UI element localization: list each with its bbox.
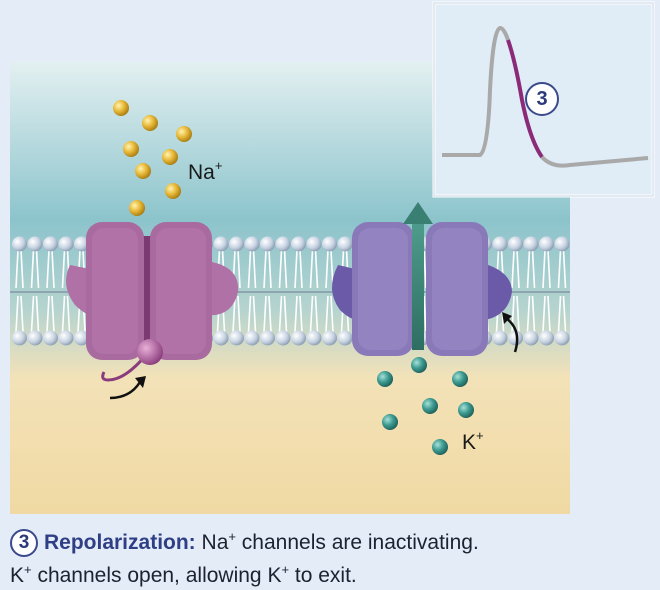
sodium-ion [113,100,129,116]
caption-title: Repolarization: [44,531,196,554]
lipid-head [306,236,322,252]
inactivation-gate-ball [137,339,163,365]
lipid-head [58,330,74,346]
potassium-ion [422,398,438,414]
caption-line2-b: channels open, allowing K [31,564,282,587]
sodium-ion [142,115,158,131]
caption-line2-a: K [10,564,25,587]
sodium-ion [162,149,178,165]
caption-line-1: 3 Repolarization: Na+ channels are inacti… [10,524,650,557]
lipid-head [260,330,275,346]
k-charge: + [476,428,484,443]
k-gate-arrowhead [502,312,512,324]
lipid-head [213,236,229,252]
lipid-head [492,330,508,346]
action-potential-trace [442,25,510,157]
lipid-head [554,236,570,252]
caption-line2-c: to exit. [289,564,357,587]
potassium-ion [452,371,468,387]
potassium-channel [331,222,512,356]
lipid-head [492,236,508,252]
lipid-head [554,330,570,346]
sodium-ion [176,126,192,142]
lipid-head [508,330,523,346]
lipid-head [229,236,244,252]
lipid-head [27,236,43,252]
lipid-head [291,236,306,252]
lipid-head [275,236,291,252]
na-charge: + [214,158,223,173]
sodium-ions [113,100,192,216]
sodium-ion-label: Na+ [188,158,222,185]
lipid-head [306,330,322,346]
potassium-efflux-arrow [403,202,433,350]
lipid-head [539,236,554,252]
na-gate-arrowhead [135,376,146,388]
caption-line1-a: Na [195,531,229,554]
sodium-channel [66,222,239,382]
lipid-head [244,236,260,252]
potassium-ion [458,402,474,418]
repolarization-segment [506,39,544,159]
after-repolarization-trace [540,155,649,168]
lipid-head [523,236,539,252]
potassium-ion [382,414,398,430]
lipid-head [508,236,523,252]
k-gate-motion-arrow [505,317,519,353]
caption-step-badge: 3 [10,529,38,557]
sodium-ion [135,163,151,179]
sodium-ion [165,183,181,199]
lipid-head [275,330,291,346]
caption-line2-sup: + [24,562,32,577]
lipid-head [74,330,89,346]
lipid-head [74,236,89,252]
lipid-head [43,330,58,346]
lipid-head [260,236,275,252]
lipid-head [213,330,229,346]
lipid-head [322,330,337,346]
potassium-ion-label: K+ [462,428,484,455]
caption-line2-sup2: + [281,562,290,577]
na-symbol: Na [188,161,215,184]
na-gate-motion-arrow [109,381,142,400]
lipid-head [244,330,260,346]
k-symbol: K [462,431,477,454]
potassium-ions [377,357,474,455]
lipid-head [523,330,539,346]
lipid-head [12,236,27,252]
inset-step-badge: 3 [525,82,559,116]
potassium-ion [411,357,427,373]
lipid-head [58,236,74,252]
potassium-ion [432,439,448,455]
sodium-ion [129,200,145,216]
lipid-head [337,236,353,252]
caption-line1-sup: + [228,529,236,544]
caption-line-2: K+ channels open, allowing K+ to exit. [10,557,650,589]
sodium-ion [123,141,139,157]
lipid-head [43,236,58,252]
lipid-head [539,330,554,346]
lipid-head [322,236,337,252]
potassium-ion [377,371,393,387]
lipid-head [291,330,306,346]
lipid-head [229,330,244,346]
lipid-head [12,330,27,346]
lipid-head [337,330,353,346]
caption-line1-b: channels are inactivating. [235,531,479,554]
lipid-head [27,330,43,346]
